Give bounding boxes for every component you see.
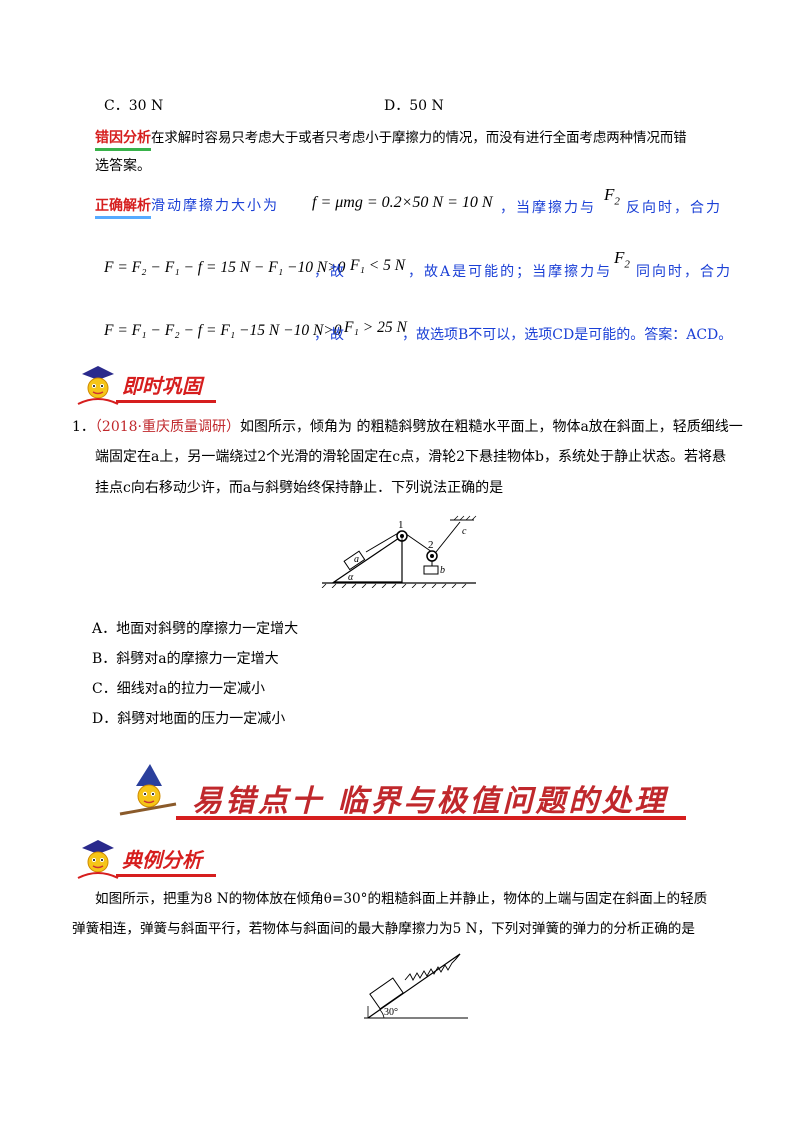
banner-title: 易错点十 临界与极值问题的处理 [192, 784, 668, 819]
friction-formula: f = μmg = 0.2×50 N = 10 N [312, 194, 493, 211]
solution-line1: 正确解析滑动摩擦力大小为 [95, 196, 279, 219]
error-analysis-line1: 错因分析在求解时容易只考虑大于或者只考虑小于摩擦力的情况，而没有进行全面考虑两种… [95, 128, 687, 151]
option-c: C．30 N [104, 98, 164, 114]
solution-l2-a: ，故 [314, 264, 346, 280]
question-source: （2018·重庆质量调研） [94, 419, 241, 435]
solution-l1-b: ，当摩擦力与 [500, 200, 596, 216]
pulley-1-label: 1 [398, 519, 404, 531]
solution-l1-a: 滑动摩擦力大小为 [151, 198, 279, 214]
net-force-formula-2: F = F₁ − F₂ − f = F₁ −15 N −10 N>0 [104, 322, 342, 339]
example-line2: 弹簧相连，弹簧与斜面平行，若物体与斜面间的最大静摩擦力为5 N，下列对弹簧的弹力… [72, 921, 695, 937]
error-analysis-line2: 选答案。 [95, 158, 151, 174]
q1-option-b: B．斜劈对a的摩擦力一定增大 [92, 651, 279, 667]
mascot-icon [77, 840, 119, 879]
net-force-formula-1: F = F₂ − F₁ − f = 15 N − F₁ −10 N>0 [104, 259, 346, 276]
section-heading-text: 即时巩固 [122, 374, 202, 398]
incline-pulley-figure: 1 2 a b c α [321, 515, 477, 588]
solution-tag: 正确解析 [95, 196, 151, 219]
question-text-1: 如图所示，倾角为 的粗糙斜劈放在粗糙水平面上，物体a放在斜面上，轻质细线一 [240, 419, 743, 435]
wizard-mascot-icon [119, 764, 177, 816]
block-b-label: b [440, 565, 445, 576]
solution-l2-b: ，故A是可能的；当摩擦力与 [408, 264, 613, 280]
q1-option-d: D．斜劈对地面的压力一定减小 [92, 711, 286, 727]
var-f2: F2 [604, 185, 620, 208]
solution-l2-c: 同向时，合力 [636, 264, 732, 280]
mascot-icon [77, 366, 119, 405]
q1-option-a: A．地面对斜劈的摩擦力一定增大 [92, 621, 299, 637]
q1-option-c: C．细线对a的拉力一定减小 [92, 681, 266, 697]
question-number: 1． [72, 419, 95, 435]
section-heading-example: 典例分析 [76, 838, 216, 880]
block-a-label: a [354, 554, 359, 565]
example-line1: 如图所示，把重为8 N的物体放在倾角θ=30°的粗糙斜面上并静止，物体的上端与固… [95, 891, 708, 907]
condition-2: F₁ > 25 N [344, 319, 407, 336]
banner-underline [176, 816, 686, 820]
pulley-2-label: 2 [428, 539, 434, 551]
section-heading-consolidate: 即时巩固 [76, 364, 216, 406]
angle-30-label: 30° [384, 1007, 398, 1018]
solution-l3-b: ，故选项B不可以，选项CD是可能的。答案：ACD。 [402, 327, 733, 343]
var-f2-second: F2 [614, 248, 630, 271]
condition-1: F₁ < 5 N [350, 257, 406, 274]
question1-line3: 挂点c向右移动少许，而a与斜劈始终保持静止．下列说法正确的是 [95, 480, 504, 496]
solution-l3-a: ，故 [314, 327, 346, 343]
error-analysis-text: 在求解时容易只考虑大于或者只考虑小于摩擦力的情况，而没有进行全面考虑两种情况而错 [151, 131, 687, 146]
error-analysis-tag: 错因分析 [95, 128, 151, 151]
section-heading-text: 典例分析 [122, 848, 202, 872]
angle-alpha-label: α [348, 572, 354, 583]
heading-underline [116, 874, 216, 877]
heading-underline [116, 400, 216, 403]
solution-l1-c: 反向时，合力 [626, 200, 722, 216]
point-c-label: c [462, 526, 467, 537]
spring-incline-figure: 30° [364, 953, 468, 1019]
question1-line2: 端固定在a上，另一端绕过2个光滑的滑轮固定在c点，滑轮2下悬挂物体b，系统处于静… [95, 449, 726, 465]
option-d: D．50 N [384, 98, 444, 114]
question1-line1: 1．（2018·重庆质量调研）如图所示，倾角为 的粗糙斜劈放在粗糙水平面上，物体… [72, 417, 743, 437]
error-point-banner: 易错点十 临界与极值问题的处理 [118, 764, 688, 824]
